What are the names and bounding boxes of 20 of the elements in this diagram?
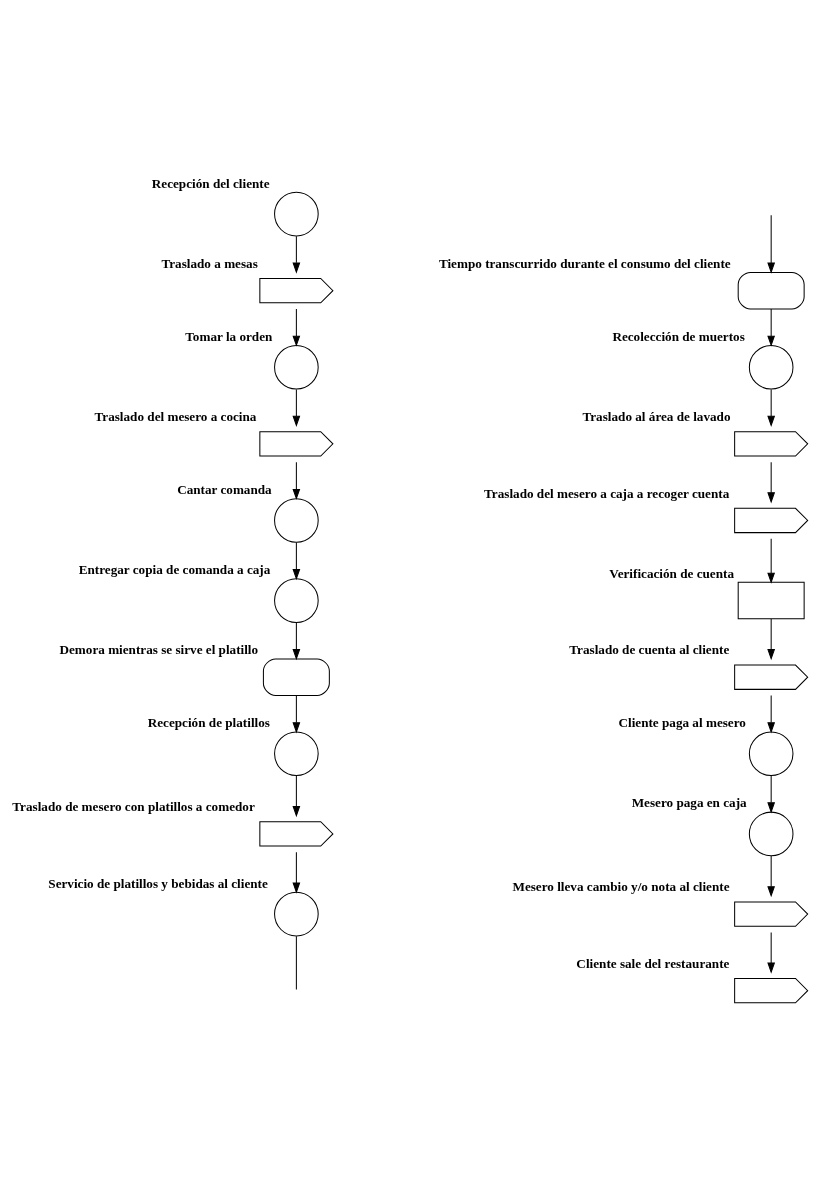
node-label: Recepción del cliente bbox=[151, 175, 270, 191]
node-label: Verificación de cuenta bbox=[609, 565, 734, 581]
node-label: Tomar la orden bbox=[185, 328, 273, 344]
node-label: Recepción de platillos bbox=[147, 715, 270, 731]
node-label: Cantar comanda bbox=[177, 481, 272, 497]
node-label: Traslado del mesero a cocina bbox=[94, 408, 257, 424]
node-label: Traslado de mesero con platillos a comedor bbox=[12, 799, 255, 815]
node-label: Cliente sale del restaurante bbox=[576, 955, 730, 971]
node-label: Cliente paga al mesero bbox=[618, 715, 746, 731]
node-label: Traslado a mesas bbox=[161, 255, 258, 271]
node-label: Mesero lleva cambio y/o nota al cliente bbox=[512, 879, 730, 895]
node-label: Tiempo transcurrido durante el consumo del cliente bbox=[438, 255, 731, 271]
node-label: Mesero paga en caja bbox=[631, 795, 747, 811]
node-label: Traslado de cuenta al cliente bbox=[569, 642, 730, 658]
node-label: Recolección de muertos bbox=[612, 328, 745, 344]
node-label: Traslado del mesero a caja a recoger cuenta bbox=[484, 485, 730, 501]
node-label: Servicio de platillos y bebidas al cliente bbox=[48, 875, 268, 891]
node-label: Entregar copia de comanda a caja bbox=[78, 562, 271, 578]
node-label: Demora mientras se sirve el platillo bbox=[59, 642, 259, 658]
node-label: Traslado al área de lavado bbox=[582, 408, 731, 424]
